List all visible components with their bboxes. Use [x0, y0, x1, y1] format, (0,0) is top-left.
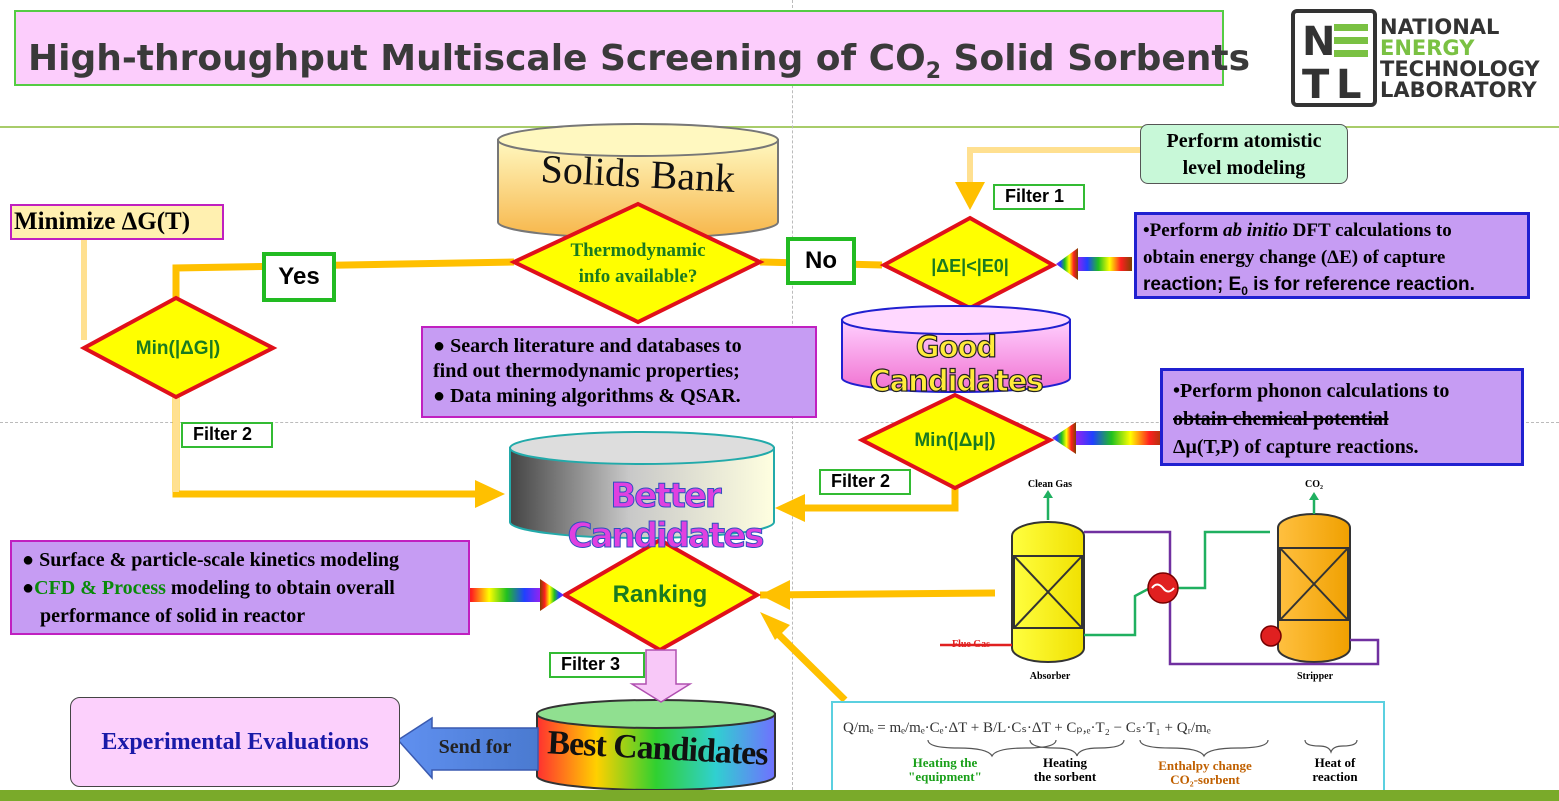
connectors-light: [81, 147, 1140, 492]
top-divider: [0, 126, 1559, 128]
svg-text:N: N: [1302, 19, 1335, 65]
equation-connector: [769, 625, 848, 703]
min-mu-text: Min(|Δμ|): [914, 430, 996, 451]
flue-gas-label: Flue Gas: [951, 639, 991, 650]
kinetics-note: ● Surface & particle-scale kinetics mode…: [10, 540, 470, 635]
logo-technology: TECHNOLOGY: [1380, 57, 1540, 81]
svg-text:T: T: [1302, 62, 1330, 108]
title-box: High-throughput Multiscale Screening of …: [14, 10, 1250, 86]
horizontal-guide: [0, 422, 1559, 423]
eq-term1: Heating the"equipment": [908, 755, 982, 784]
send-for-arrow: [396, 716, 539, 780]
minimize-dg-label: Minimize ΔG(T): [10, 204, 224, 240]
page-title: High-throughput Multiscale Screening of …: [28, 38, 1251, 85]
send-for-label: Send for: [438, 736, 512, 758]
min-mu-diamond: [857, 392, 1055, 491]
good-candidates-cylinder: [841, 305, 1071, 393]
better-candidates-cylinder: [509, 431, 775, 539]
de-diamond-text: |ΔE|<|E0|: [931, 256, 1009, 276]
stripper-label: Stripper: [1296, 671, 1334, 682]
rainbow-arrow-kinetics: [454, 579, 564, 611]
filter3-down-arrow: [629, 649, 693, 703]
filter2-left-label: Filter 2: [181, 422, 273, 448]
netl-logo-mark: N T L: [1291, 9, 1377, 108]
footer-bar: [0, 790, 1559, 801]
logo-laboratory: LABORATORY: [1380, 78, 1537, 102]
process-schematic: [940, 490, 1380, 666]
co2-label: CO₂: [1305, 479, 1323, 490]
logo-energy: ENERGY: [1380, 36, 1475, 60]
ranking-text: Ranking: [612, 581, 708, 608]
thermo-diamond: [509, 201, 765, 325]
rainbow-arrow-phonon: [1052, 422, 1168, 454]
filter3-label: Filter 3: [549, 652, 645, 678]
dft-note: •Perform ab initio DFT calculations to o…: [1134, 212, 1530, 299]
better-candidates-label: Better Candidates: [567, 476, 765, 557]
arrowheads: [475, 182, 985, 640]
experimental-evaluations: Experimental Evaluations: [70, 697, 400, 787]
rainbow-arrow-dft: [1056, 248, 1132, 280]
best-candidates-cylinder: [536, 699, 776, 791]
search-note: ● Search literature and databases to fin…: [421, 326, 817, 418]
yes-label: Yes: [262, 252, 336, 302]
logo-national: NATIONAL: [1380, 15, 1500, 39]
solids-bank-cylinder: [497, 123, 779, 239]
no-label: No: [786, 237, 856, 285]
netl-logo: N T L NATIONAL ENERGY TECHNOLOGY LABORAT…: [1290, 8, 1550, 108]
absorber-label: Absorber: [1029, 671, 1071, 682]
clean-gas-label: Clean Gas: [1027, 479, 1073, 490]
min-dg-text: Min(|ΔG|): [135, 338, 221, 359]
svg-text:Q/mₑ = mₑ/mₑ·Cₑ·ΔT + B/L·Cₛ·ΔT: Q/mₑ = mₑ/mₑ·Cₑ·ΔT + B/L·Cₛ·ΔT + Cₚ,ₑ·T₂…: [843, 720, 1211, 736]
connectors: [172, 258, 996, 599]
good-candidates-label: Good Candidates: [869, 329, 1045, 398]
svg-text:L: L: [1336, 62, 1362, 108]
filter1-label: Filter 1: [993, 184, 1085, 210]
min-dg-diamond: [79, 295, 278, 400]
phonon-note: •Perform phonon calculations to obtain c…: [1160, 368, 1524, 466]
filter2-right-label: Filter 2: [819, 469, 911, 495]
